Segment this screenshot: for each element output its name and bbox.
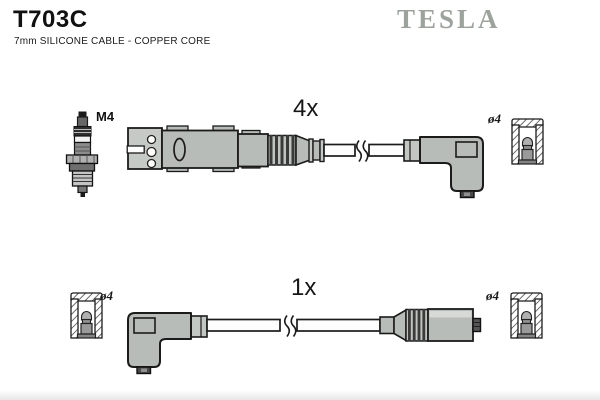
straight-connector: [379, 308, 482, 342]
terminal-cross-section-icon-bottom-right: [510, 292, 543, 339]
terminal-cross-section-icon-bottom-left: [70, 292, 103, 339]
connector-ribs: [267, 134, 297, 166]
plug-thread-label: M4: [96, 109, 115, 124]
top-cable-quantity-label: 4x: [293, 95, 319, 122]
connector-ribs: [405, 308, 429, 342]
brand-logo: TESLA: [397, 4, 501, 34]
terminal-cross-section-icon-top: [511, 118, 544, 165]
bottom-cable: [206, 315, 381, 337]
cable-break-icon: [283, 315, 297, 337]
bottom-cable-quantity-label: 1x: [291, 274, 317, 301]
scan-edge-shadow: [0, 390, 600, 400]
spark-plug-icon: [65, 111, 99, 197]
distributor-connector: [126, 125, 325, 173]
part-number: T703C: [13, 6, 88, 33]
cable-break-icon: [355, 140, 369, 162]
angled-boot-connector-top: [403, 136, 484, 199]
top-cable: [323, 140, 405, 162]
cable-description: 7mm SILICONE CABLE - COPPER CORE: [14, 36, 211, 47]
terminal-diameter-label-top: ø4: [488, 111, 501, 126]
terminal-diameter-label-bottom-right: ø4: [486, 288, 499, 303]
angled-boot-connector-bottom: [127, 312, 208, 375]
terminal-diameter-label-bottom-left: ø4: [100, 288, 113, 303]
